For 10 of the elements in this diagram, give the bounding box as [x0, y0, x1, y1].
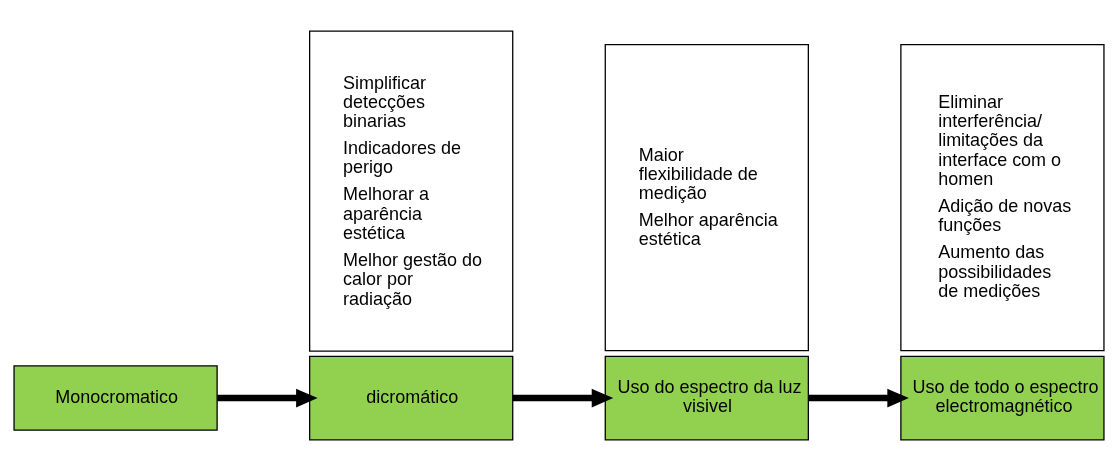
node-box: Eliminar interferência/ limitações da interface com o homen Adição de novas funções Aumento das possibilidades de medições — [900, 44, 1105, 352]
arrow — [217, 388, 318, 408]
arrow — [808, 388, 909, 408]
node-box: dicromático — [309, 355, 514, 441]
node-box: Uso do espectro da luz visivel — [604, 355, 809, 441]
node-box: Simplificar detecções binarias Indicadores de perigo Melhorar a aparência estética Melhor gestão do calor por radiação — [309, 30, 514, 352]
node-box: Maior flexibilidade de medição Melhor aparência estética — [604, 44, 809, 352]
node-box: Monocromatico — [13, 365, 218, 431]
node-box: Uso de todo o espectro electromagnético — [900, 355, 1105, 441]
arrow — [512, 388, 614, 408]
